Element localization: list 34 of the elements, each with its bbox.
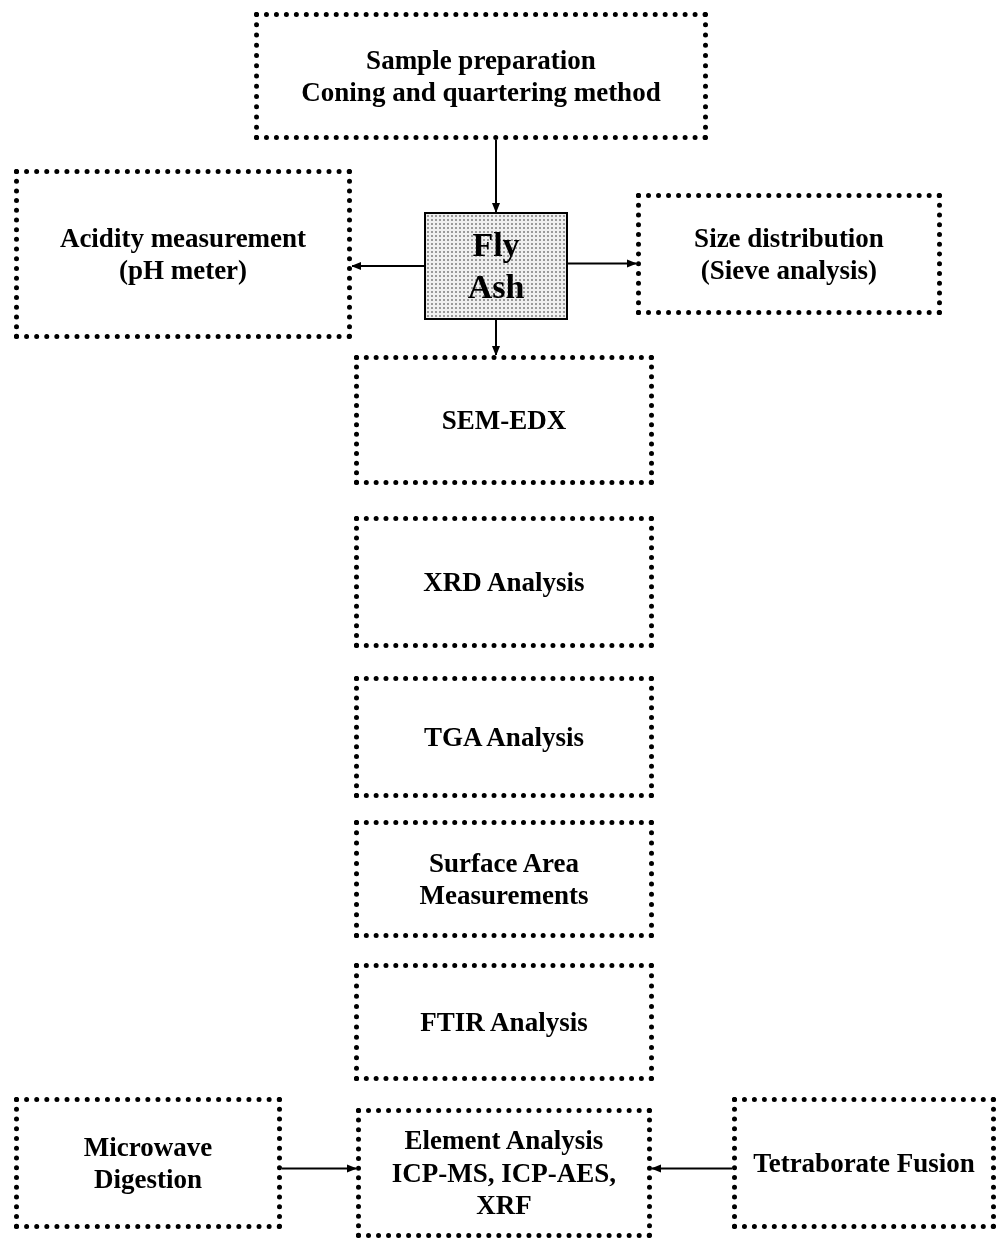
arrow — [351, 262, 425, 270]
arrow — [567, 259, 637, 268]
process-box — [356, 1108, 652, 1238]
arrow — [492, 319, 500, 356]
node-text: Sample preparation — [366, 43, 596, 76]
node-text: Element Analysis — [404, 1124, 604, 1157]
node-text: ICP-MS, ICP-AES, XRF — [390, 1156, 618, 1222]
process-box — [354, 963, 654, 1081]
process-box — [732, 1097, 996, 1229]
process-box — [354, 355, 654, 485]
arrow — [492, 139, 500, 213]
node-text: Fly Ash — [466, 224, 526, 307]
node-text: Surface Area Measurements — [418, 846, 590, 912]
node-text: (Sieve analysis) — [700, 254, 878, 287]
node-text: Size distribution — [694, 221, 884, 254]
process-box — [254, 12, 708, 140]
node-text: (pH meter) — [118, 254, 248, 287]
node-text: Coning and quartering method — [301, 76, 661, 109]
material-box — [424, 212, 568, 320]
node-text: Microwave Digestion — [82, 1130, 214, 1196]
node-text: FTIR Analysis — [420, 1005, 588, 1039]
node-text: TGA Analysis — [424, 720, 584, 754]
process-box — [354, 820, 654, 938]
arrow — [651, 1164, 733, 1173]
process-box — [354, 676, 654, 798]
node-text: Acidity measurement — [59, 221, 307, 254]
process-box — [354, 516, 654, 648]
node-text: Tetraborate Fusion — [753, 1146, 975, 1180]
node-text: SEM-EDX — [441, 403, 567, 437]
process-box — [14, 169, 352, 339]
process-box — [636, 193, 942, 315]
arrow — [281, 1164, 357, 1173]
process-box — [14, 1097, 282, 1229]
node-text: XRD Analysis — [423, 565, 585, 599]
